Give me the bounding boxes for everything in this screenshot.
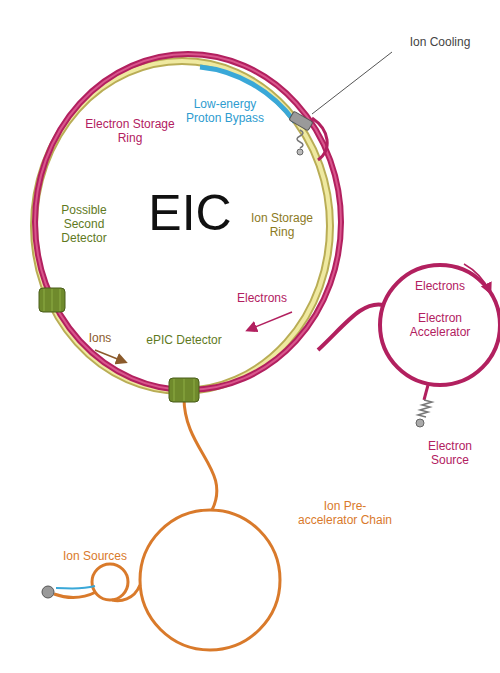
detector: Possible Second Detector (36, 286, 68, 314)
ring-label: Electron Storage Ring (80, 118, 180, 146)
detector-label: ePIC Detector (144, 334, 224, 348)
transfer-line (318, 304, 384, 350)
electron-accelerator (380, 265, 500, 385)
electron-ring (35, 54, 341, 390)
ring-label: Ion Storage Ring (243, 212, 321, 240)
device-label: Ion Cooling (400, 36, 480, 50)
detector-label: Possible Second Detector (48, 204, 120, 245)
beam-label: Electrons (405, 280, 475, 294)
bypass-label: Low-energy Proton Bypass (182, 98, 268, 126)
source-label: Ion Sources (50, 550, 140, 564)
accelerator-label: Electron Accelerator (400, 312, 480, 340)
source-label: Electron Source (410, 440, 490, 468)
ion-cooling-device (289, 52, 392, 160)
detector-cylinder (36, 286, 68, 314)
beam-label: Ions (75, 332, 125, 346)
detector: ePIC Detector (166, 376, 202, 404)
ring-title: EIC (110, 188, 270, 238)
electron-source (416, 385, 432, 427)
beam-label: Electrons (227, 292, 297, 306)
chain-label: Ion Pre-accelerator Chain (295, 500, 395, 528)
detector-cylinder (166, 376, 202, 404)
ion-pre-accelerator (42, 398, 280, 650)
